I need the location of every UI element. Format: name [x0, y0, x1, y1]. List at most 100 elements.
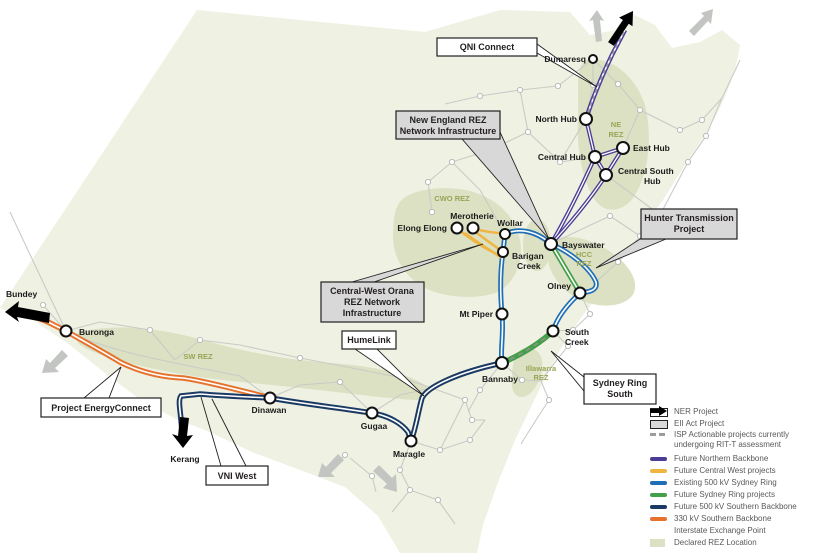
callout-cwo-label-2: REZ Network	[344, 297, 401, 307]
callout-energyconnect-label: Project EnergyConnect	[51, 403, 151, 413]
network-nodes	[59, 54, 630, 448]
label-bannaby: Bannaby	[482, 374, 518, 384]
node-elong-elong	[450, 221, 464, 235]
node-merotherie	[466, 221, 480, 235]
label-east-hub: East Hub	[633, 143, 670, 153]
label-hcc-rez-2: REZ	[577, 259, 592, 268]
legend-label: Future Northern Backbone	[674, 453, 769, 463]
interstate-arrow-bundey-icon	[5, 301, 50, 323]
gray-flow-arrows	[42, 9, 713, 492]
label-merotherie: Merotherie	[450, 211, 494, 221]
label-sw-rez: SW REZ	[183, 352, 213, 361]
gray-arrow-southwest-buronga-icon	[42, 350, 68, 373]
label-wollar: Wollar	[497, 218, 524, 228]
yellow-line-icon	[650, 468, 674, 474]
legend-label: Existing 500 kV Sydney Ring	[674, 477, 777, 487]
rez-central-west-orana	[392, 188, 521, 297]
label-buronga: Buronga	[79, 327, 114, 337]
label-mt-piper: Mt Piper	[459, 309, 493, 319]
legend-item-eii: EII Act Project	[650, 418, 813, 430]
label-north-hub: North Hub	[535, 114, 577, 124]
legend-label: 330 kV Southern Backbone	[674, 513, 772, 523]
legend-label: Interstate Exchange Point	[674, 525, 766, 535]
label-kerang: Kerang	[170, 454, 199, 464]
rit-t-dash-icon	[650, 433, 674, 436]
gray-arrow-southwest-icon	[318, 454, 344, 477]
label-dinawan: Dinawan	[252, 405, 287, 415]
label-bundey: Bundey	[6, 289, 37, 299]
label-ne-rez-1: NE	[611, 120, 621, 129]
callout-new-england: New England REZ Network Infrastructure	[395, 110, 501, 140]
legend-label: Future Sydney Ring projects	[674, 489, 775, 499]
line-future-500kv-southern-backbone	[176, 360, 503, 442]
rez-illawarra	[512, 348, 543, 397]
rez-fill-icon	[650, 539, 674, 547]
label-bayswater: Bayswater	[562, 240, 605, 250]
interstate-arrow-qni-icon	[608, 11, 633, 46]
legend-item-interstate-exchange: Interstate Exchange Point	[650, 406, 813, 537]
label-ne-rez-2: REZ	[609, 130, 624, 139]
legend-item-declared-rez: Declared REZ Location	[650, 537, 813, 549]
callout-new-england-label-2: Network Infrastructure	[400, 126, 497, 136]
legend-item-ner: NER Project	[650, 406, 813, 418]
callout-central-west-orana: Central-West Orana REZ Network Infrastru…	[320, 281, 425, 323]
orange-line-icon	[650, 516, 674, 522]
callout-sydney-ring-south: Sydney Ring South	[583, 373, 657, 405]
legend-item-existing-sydney-ring: Existing 500 kV Sydney Ring	[650, 477, 813, 489]
leader-vni-west-2	[211, 398, 247, 467]
label-south-creek-1: South	[565, 327, 589, 337]
map-legend: NER Project EII Act Project ISP Actionab…	[650, 406, 813, 549]
callout-hunter-transmission: Hunter Transmission Project	[640, 208, 738, 240]
callout-hunter-label-2: Project	[674, 224, 705, 234]
leader-energyconnect	[82, 366, 122, 399]
interstate-exchange-arrows	[5, 11, 633, 448]
node-bannaby	[495, 356, 509, 370]
node-north-hub	[579, 112, 593, 126]
legend-label: EII Act Project	[674, 418, 725, 428]
label-maragle: Maragle	[393, 449, 425, 459]
node-dumaresq	[588, 54, 598, 64]
node-central-south-hub	[599, 168, 613, 182]
rez-labels: NE REZ CWO REZ HCC REZ SW REZ Illawarra …	[183, 120, 624, 382]
label-central-south-hub-2: Hub	[644, 176, 661, 186]
node-olney	[573, 286, 587, 300]
legend-item-central-west: Future Central West projects	[650, 465, 813, 477]
node-dinawan	[263, 391, 277, 405]
callout-cwo-label-1: Central-West Orana	[330, 286, 415, 296]
node-barigan-creek	[497, 246, 509, 258]
label-central-hub: Central Hub	[538, 152, 586, 162]
leader-vni-west-1	[200, 396, 222, 467]
label-barigan-creek-1: Barigan	[512, 251, 544, 261]
callout-leaders	[82, 43, 667, 467]
label-hcc-rez-1: HCC	[576, 250, 593, 259]
legend-label: Declared REZ Location	[674, 537, 757, 547]
gray-arrow-northeast-icon	[689, 9, 713, 36]
label-illawarra-rez-1: Illawarra	[526, 364, 557, 373]
callout-qni-connect-label: QNI Connect	[460, 42, 515, 52]
eii-act-project-box-icon	[650, 419, 674, 429]
legend-item-northern-backbone: Future Northern Backbone	[650, 453, 813, 465]
legend-item-future-sydney-ring: Future Sydney Ring projects	[650, 489, 813, 501]
label-cwo-rez: CWO REZ	[434, 194, 470, 203]
legend-label: Future Central West projects	[674, 465, 776, 475]
callout-cwo-label-3: Infrastructure	[343, 308, 402, 318]
node-gugaa	[365, 406, 379, 420]
purple-line-icon	[650, 456, 674, 462]
callout-vni-west: VNI West	[205, 465, 269, 486]
callout-project-energyconnect: Project EnergyConnect	[40, 397, 162, 418]
callout-srs-label-1: Sydney Ring	[593, 378, 648, 388]
callout-vni-west-label: VNI West	[218, 471, 257, 481]
callout-humelink: HumeLink	[341, 330, 397, 350]
gray-arrow-north-icon	[589, 10, 604, 42]
interstate-arrow-kerang-icon	[172, 417, 193, 448]
node-mt-piper	[495, 307, 509, 321]
node-central-hub	[588, 150, 602, 164]
label-elong-elong: Elong Elong	[397, 223, 447, 233]
label-central-south-hub-1: Central South	[618, 166, 674, 176]
callout-qni-connect: QNI Connect	[436, 37, 538, 57]
label-dumaresq: Dumaresq	[544, 54, 586, 64]
